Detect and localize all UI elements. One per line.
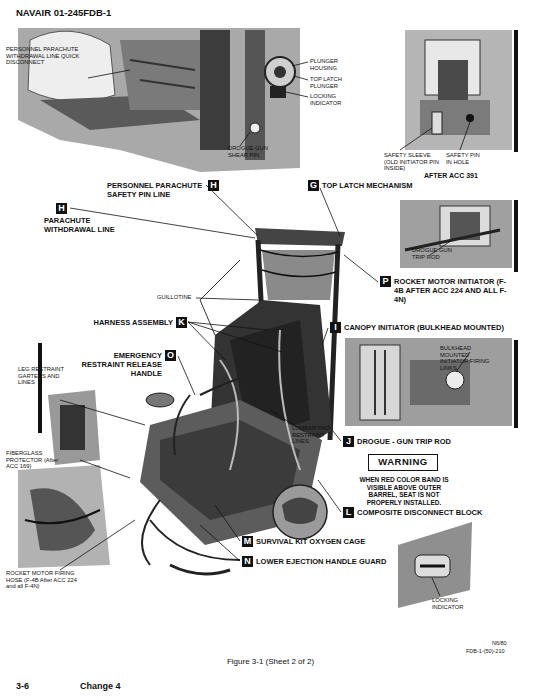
callout-box: GTOP LATCH MECHANISM xyxy=(308,180,319,191)
callout-box: HPARACHUTE WITHDRAWAL LINE xyxy=(56,203,67,214)
part-label: LEG RESTRAINT GARTERS AND LINES xyxy=(18,366,70,386)
safety-pin-photo xyxy=(405,30,512,150)
warning-box: WARNINGWHEN RED COLOR BAND IS VISIBLE AB… xyxy=(368,454,438,471)
callout-box: KHARNESS ASSEMBLY xyxy=(176,317,187,328)
callout-letter: O xyxy=(165,350,176,361)
part-label: PLUNGER HOUSING xyxy=(310,58,354,71)
part-label: FIBERGLASS PROTECTOR (After ACC 169) xyxy=(6,450,62,470)
canopy-initiator-photo xyxy=(345,338,512,426)
callout-label: PERSONNEL PARACHUTE SAFETY PIN LINE xyxy=(107,181,205,199)
part-label: ROCKET MOTOR FIRING HOSE (F-4B After ACC… xyxy=(6,570,84,590)
part-label: LUMBAR PAD RESTRAINT LINES xyxy=(292,425,338,445)
callout-box: ICANOPY INITIATOR (BULKHEAD MOUNTED) xyxy=(330,322,341,333)
part-label: LOCKING INDICATOR xyxy=(432,597,472,610)
callout-letter: L xyxy=(343,507,354,518)
callout-letter: J xyxy=(343,436,354,447)
part-label: Change 4 xyxy=(80,681,121,692)
callout-letter: H xyxy=(56,203,67,214)
callout-letter: G xyxy=(308,180,319,191)
callout-label: TOP LATCH MECHANISM xyxy=(322,181,412,190)
warning-heading: WARNING xyxy=(369,455,437,468)
callout-box: HPERSONNEL PARACHUTE SAFETY PIN LINE xyxy=(208,180,219,191)
callout-label: EMERGENCY RESTRAINT RELEASE HANDLE xyxy=(80,351,162,378)
callout-box: LCOMPOSITE DISCONNECT BLOCK xyxy=(343,507,354,518)
callout-box: JDROGUE - GUN TRIP ROD xyxy=(343,436,354,447)
callout-box: MSURVIVAL KIT OXYGEN CAGE xyxy=(242,536,253,547)
leg-garter-photo xyxy=(48,390,100,465)
fiberglass-protector-photo xyxy=(18,465,110,568)
callout-label: HARNESS ASSEMBLY xyxy=(94,318,173,327)
part-label: DROGUE GUN TRIP ROD xyxy=(412,247,452,260)
callout-label: ROCKET MOTOR INITIATOR (F-4B AFTER ACC 2… xyxy=(394,277,514,304)
callout-label: CANOPY INITIATOR (BULKHEAD MOUNTED) xyxy=(344,323,504,332)
part-label: LOCKING INDICATOR xyxy=(310,93,354,106)
callout-label: LOWER EJECTION HANDLE GUARD xyxy=(256,557,386,566)
callout-label: PARACHUTE WITHDRAWAL LINE xyxy=(44,216,124,234)
callout-letter: K xyxy=(176,317,187,328)
figure-caption: Figure 3-1 (Sheet 2 of 2) xyxy=(0,657,541,667)
part-label: DROGUE GUN SHEAR PIN xyxy=(228,145,272,158)
callout-label: SURVIVAL KIT OXYGEN CAGE xyxy=(256,537,365,546)
ejection-seat xyxy=(140,228,345,574)
callout-letter: N xyxy=(242,556,253,567)
part-label: AFTER ACC 391 xyxy=(424,172,478,180)
locking-indicator-photo xyxy=(398,522,472,608)
callout-letter: P xyxy=(380,276,391,287)
part-label: GUILLOTINE xyxy=(157,294,191,301)
callout-label: COMPOSITE DISCONNECT BLOCK xyxy=(357,508,482,517)
part-label: PERSONNEL PARACHUTE WITHDRAWAL LINE QUIC… xyxy=(6,46,94,66)
callout-letter: M xyxy=(242,536,253,547)
part-label: SAFETY SLEEVE (OLD INITIATOR PIN INSIDE) xyxy=(384,152,444,172)
part-label: BULKHEAD MOUNTED INITIATOR FIRING LINKS xyxy=(440,345,492,371)
part-label: 3-6 xyxy=(16,681,29,692)
callout-label: DROGUE - GUN TRIP ROD xyxy=(357,437,451,446)
callout-box: OEMERGENCY RESTRAINT RELEASE HANDLE xyxy=(165,350,176,361)
oxygen-cage-inset xyxy=(273,485,327,539)
callout-box: NLOWER EJECTION HANDLE GUARD xyxy=(242,556,253,567)
part-label: N6/80 xyxy=(492,640,507,647)
drogue-inset-photo xyxy=(400,200,512,268)
part-label: NAVAIR 01-245FDB-1 xyxy=(16,7,111,18)
callout-letter: H xyxy=(208,180,219,191)
part-label: SAFETY PIN IN HOLE xyxy=(446,152,486,165)
part-label: FDB-1-(50)-210 xyxy=(466,648,505,655)
callout-letter: I xyxy=(330,322,341,333)
callout-box: PROCKET MOTOR INITIATOR (F-4B AFTER ACC … xyxy=(380,276,391,287)
warning-text: WHEN RED COLOR BAND IS VISIBLE ABOVE OUT… xyxy=(352,476,456,506)
part-label: TOP LATCH PLUNGER xyxy=(310,76,354,89)
